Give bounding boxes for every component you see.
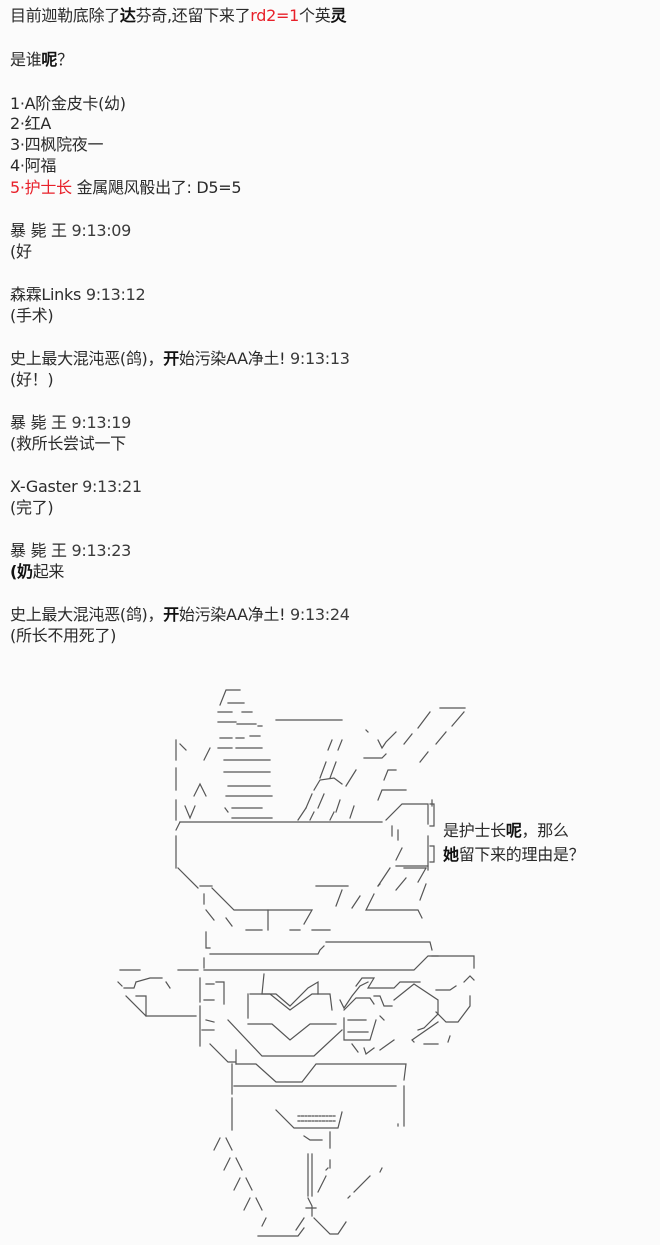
intro-text-suffix: 个英 xyxy=(299,6,331,25)
comment-text: (好 xyxy=(10,242,32,261)
comment-header: 森霖Links 9:13:12 xyxy=(10,285,146,305)
comment-author: 森霖Links xyxy=(10,285,82,304)
comment-header: 史上最大混沌恶(鸽)，开始污染AA净土! 9:13:13 xyxy=(10,349,350,369)
intro-text: 目前迦勒底除了 xyxy=(10,6,120,25)
option-item-selected: 5·护士长 金属飓风骰出了: D5=5 xyxy=(10,178,242,198)
intro-bold-suffix: 灵 xyxy=(330,6,347,25)
speech-text-suffix: 留下来的理由是？ xyxy=(458,845,585,864)
comment-header: 暴 毙 王 9:13:23 xyxy=(10,541,131,561)
speech-text-suffix: ，那么 xyxy=(521,821,569,840)
speech-bold: 她 xyxy=(443,845,459,864)
option-item: 4·阿福 xyxy=(10,156,57,175)
dice-result-text: 金属飓风骰出了: D5=5 xyxy=(71,178,242,197)
comment-author: 暴 毙 王 xyxy=(10,221,67,240)
comment-author-bold: 开 xyxy=(163,349,179,368)
comment-time: 9:13:24 xyxy=(290,605,350,624)
comment-time: 9:13:19 xyxy=(71,413,132,432)
comment-author-rest: 始污染AA净土! xyxy=(178,349,286,368)
question-mark: ？ xyxy=(57,50,73,69)
selected-option-label: 5·护士长 xyxy=(10,178,72,197)
comment-author: 史上最大混沌恶(鸽)， xyxy=(10,349,164,368)
comment-author-bold: 开 xyxy=(163,605,179,624)
comment-text: (完了) xyxy=(10,498,54,517)
comment-header: 暴 毙 王 9:13:19 xyxy=(10,413,131,433)
speech-line-2: 她留下来的理由是？ xyxy=(443,844,585,866)
comment-text: (好！) xyxy=(10,370,54,389)
comment-text-rest: 起来 xyxy=(32,562,65,581)
intro-text-mid: 芬奇,还留下来了 xyxy=(135,6,251,25)
comment-time: 9:13:21 xyxy=(82,477,142,496)
comment-author: 暴 毙 王 xyxy=(10,541,67,560)
comment-text: (手术) xyxy=(10,306,54,325)
comment-author: 史上最大混沌恶(鸽)， xyxy=(10,605,164,624)
option-item: 2·红A xyxy=(10,114,52,133)
comment-author: 暴 毙 王 xyxy=(10,413,67,432)
comment-author: X-Gaster xyxy=(10,477,78,496)
post-intro-line-1: 目前迦勒底除了达芬奇,还留下来了rd2=1个英灵 xyxy=(10,6,346,26)
comment-time: 9:13:23 xyxy=(71,541,132,560)
comment-time: 9:13:09 xyxy=(71,221,132,240)
option-item: 1·A阶金皮卡(幼) xyxy=(10,94,126,113)
comment-header: X-Gaster 9:13:21 xyxy=(10,477,142,497)
comment-header: 史上最大混沌恶(鸽)，开始污染AA净土! 9:13:24 xyxy=(10,605,350,625)
speech-text: 是护士长 xyxy=(443,821,506,840)
question-bold: 呢 xyxy=(41,50,58,69)
comment-text: (所长不用死了) xyxy=(10,626,117,645)
speech-line-1: 是护士长呢，那么 xyxy=(443,820,569,842)
comment-author-rest: 始污染AA净土! xyxy=(178,605,286,624)
dice-roll-result: rd2=1 xyxy=(250,6,300,25)
comment-text: (救所长尝试一下 xyxy=(10,434,126,453)
speech-bold: 呢 xyxy=(505,821,522,840)
comment-text: (奶起来 xyxy=(10,562,64,582)
post-question-line: 是谁呢？ xyxy=(10,50,73,70)
question-text: 是谁 xyxy=(10,50,42,69)
comment-time: 9:13:12 xyxy=(85,285,146,304)
option-item: 3·四枫院夜一 xyxy=(10,135,104,154)
intro-bold-text: 达 xyxy=(119,6,136,25)
comment-time: 9:13:13 xyxy=(290,349,350,368)
comment-header: 暴 毙 王 9:13:09 xyxy=(10,221,131,241)
comment-text-bold: (奶 xyxy=(10,562,33,581)
